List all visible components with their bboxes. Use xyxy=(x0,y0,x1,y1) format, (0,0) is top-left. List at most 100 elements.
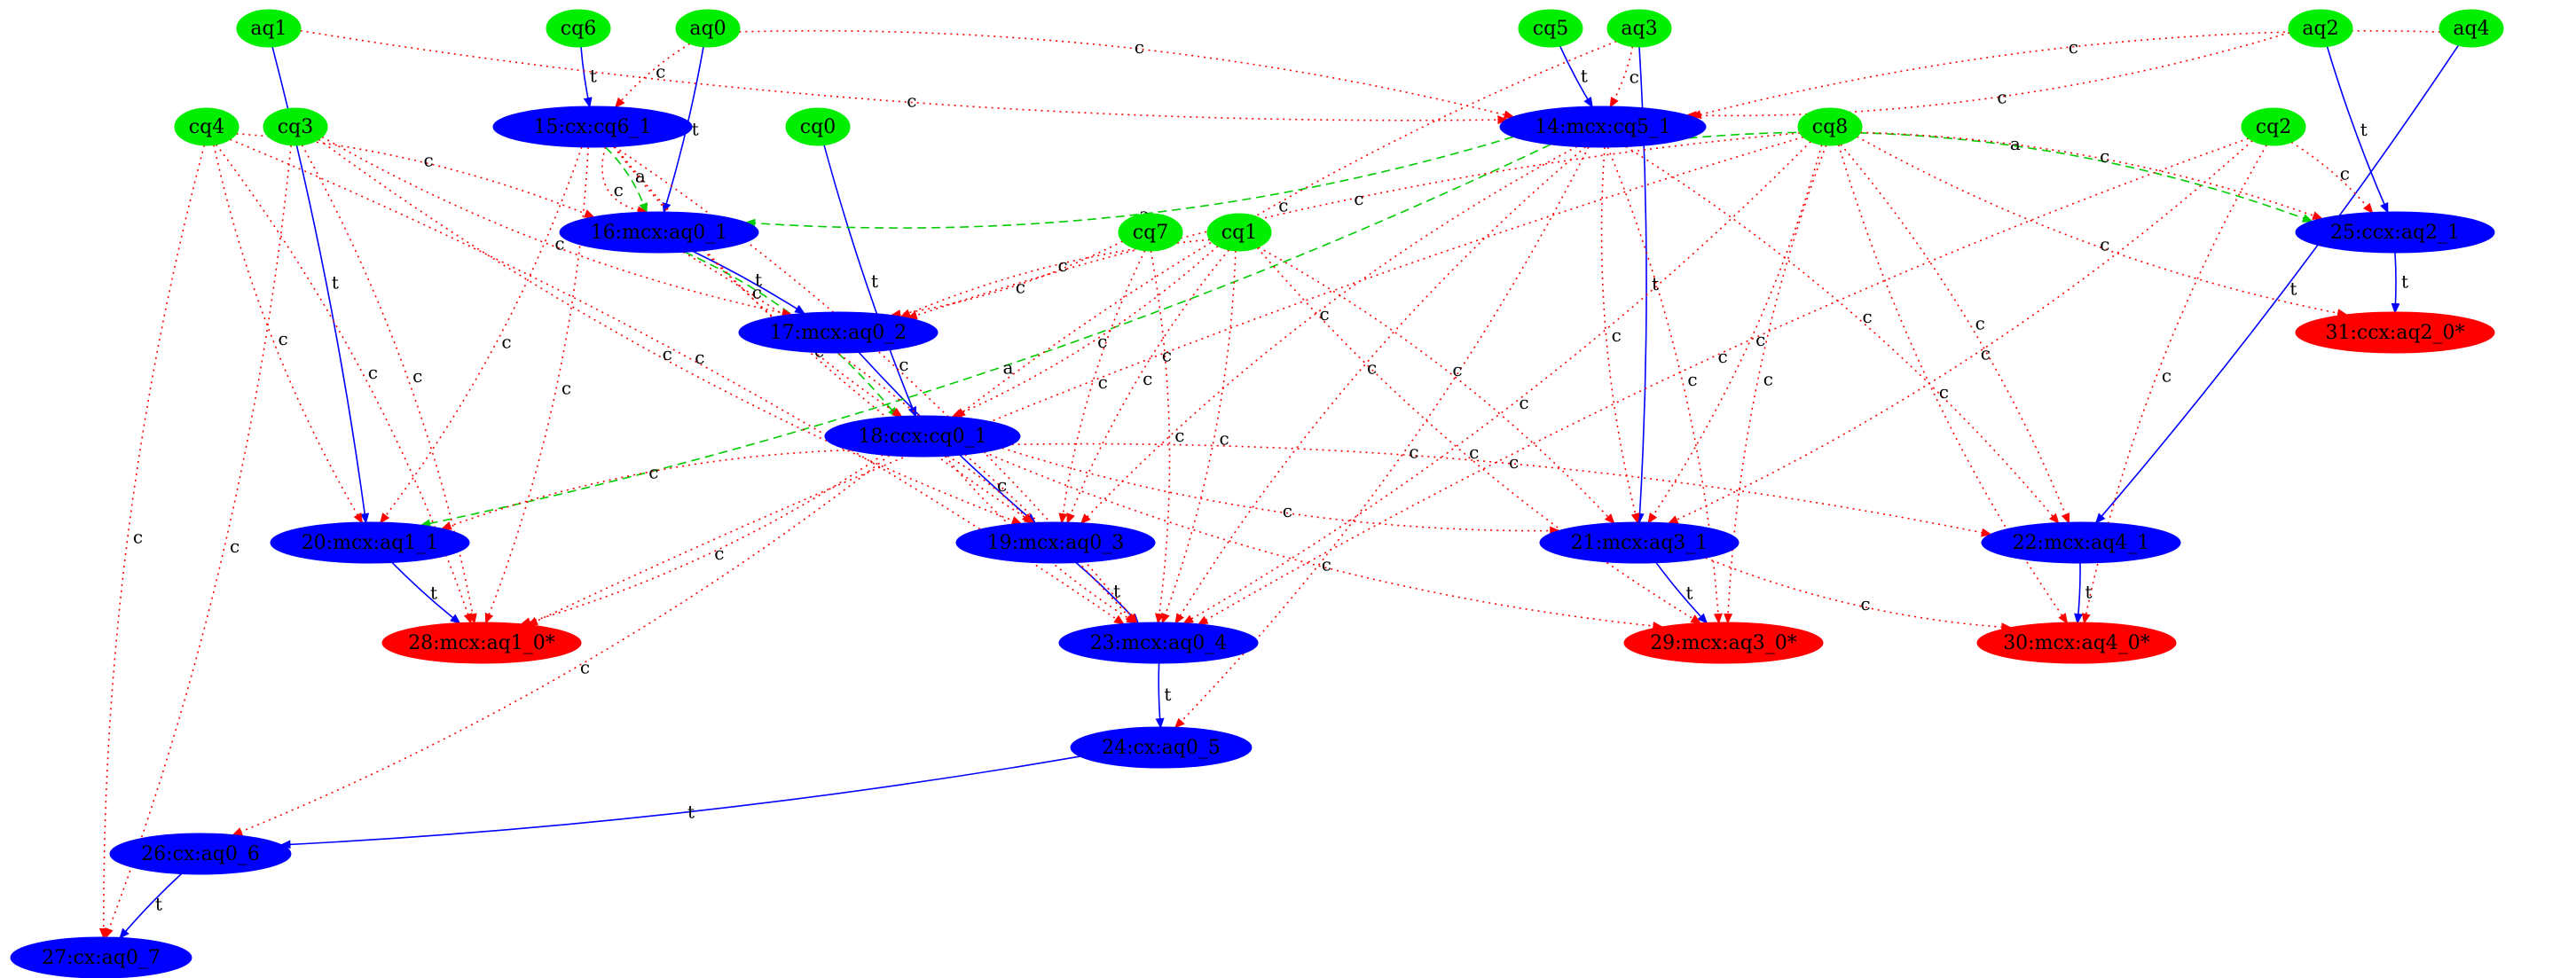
edge-label-n18-to-n19: c xyxy=(997,474,1007,496)
edge-label-cq1-to-n23: c xyxy=(1220,428,1229,450)
edge-cq6-to-n15-t xyxy=(580,46,593,108)
edge-n21-to-n29-t xyxy=(1655,562,1708,624)
node-label-n15: 15:cx:cq6_1 xyxy=(534,116,652,138)
node-shape-n20 xyxy=(270,521,470,564)
node-shape-aq2 xyxy=(2288,9,2353,48)
node-shape-cq7 xyxy=(1118,213,1183,252)
node-shape-cq5 xyxy=(1518,9,1583,48)
edge-cq1-to-n21-c xyxy=(1258,246,1615,525)
node-shape-n27 xyxy=(10,936,192,978)
edge-label-n16-to-n17: t xyxy=(755,270,762,291)
edge-cq2-to-n25-c xyxy=(2290,141,2374,215)
edge-cq4-to-n16-c xyxy=(236,133,595,218)
edge-label-cq1-to-n18: c xyxy=(1097,331,1107,352)
node-n25: 25:ccx:aq2_1 xyxy=(2295,211,2495,254)
edge-label-n21-to-n29: t xyxy=(1686,582,1693,603)
node-label-n16: 16:mcx:aq0_1 xyxy=(591,222,728,244)
edge-cq8-to-n28-c xyxy=(527,136,1804,626)
node-shape-cq4 xyxy=(174,107,240,146)
edge-n14-to-n21-c xyxy=(1600,146,1640,524)
node-label-cq2: cq2 xyxy=(2256,116,2291,138)
node-n30: 30:mcx:aq4_0* xyxy=(1976,622,2177,664)
edge-cq1-to-n18-c xyxy=(951,246,1219,418)
edge-label-cq8-to-n17: c xyxy=(1354,188,1363,209)
edge-label-cq7-to-n19: c xyxy=(1098,372,1108,393)
edge-label-n15-to-n23: c xyxy=(899,354,908,375)
node-shape-n15 xyxy=(492,106,693,148)
edge-label-n23-to-n24: t xyxy=(1164,684,1171,705)
edge-cq8-to-n21-c xyxy=(1647,145,1823,524)
node-shape-cq0 xyxy=(785,107,851,146)
edge-n26-to-n27-t xyxy=(119,872,183,940)
node-cq3: cq3 xyxy=(263,107,328,146)
edge-label-cq7-to-n17: c xyxy=(1016,276,1025,297)
edge-n18-to-n26-c xyxy=(232,454,891,836)
edge-n15-to-n20-c xyxy=(379,146,583,524)
node-cq4: cq4 xyxy=(174,107,240,146)
edge-n25-to-n31-t xyxy=(2391,252,2400,314)
edge-label-cq1-to-n29: c xyxy=(1469,442,1479,463)
edge-label-n14-to-n25: a xyxy=(2010,133,2021,154)
edge-label-n15-to-n18: c xyxy=(752,282,762,303)
edge-cq4-to-n27-c xyxy=(98,145,206,939)
edge-label-n18-to-n29: c xyxy=(1322,554,1331,575)
node-label-aq1: aq1 xyxy=(250,18,287,40)
node-shape-n28 xyxy=(381,622,582,664)
edge-label-n20-to-n28: t xyxy=(430,583,437,604)
edge-label-aq0-to-n15: c xyxy=(656,61,665,82)
edge-cq2-to-n21-c xyxy=(1667,140,2253,524)
edge-label-cq4-to-n28: c xyxy=(368,362,378,383)
edge-label-cq8-to-n23: c xyxy=(1519,392,1528,413)
edge-label-cq6-to-n15: t xyxy=(590,66,597,87)
node-shape-n25 xyxy=(2295,211,2495,254)
edge-label-n22-to-n30: t xyxy=(2085,582,2093,603)
node-shape-n21 xyxy=(1539,521,1740,564)
edge-n14-to-n20-a xyxy=(420,144,1551,528)
edge-n18-to-n20-c xyxy=(440,449,852,530)
edge-n14-to-n22-c xyxy=(1625,145,2060,525)
edge-aq2-to-n14-c xyxy=(1685,32,2290,121)
node-shape-n24 xyxy=(1070,726,1253,769)
node-label-n24: 24:cx:aq0_5 xyxy=(1102,737,1221,759)
edge-label-aq1-to-n14: c xyxy=(907,90,916,112)
edge-n22-to-n30-t xyxy=(2074,562,2084,624)
edge-label-aq3-to-n18: c xyxy=(1278,195,1288,216)
node-n15: 15:cx:cq6_1 xyxy=(492,106,693,148)
node-shape-cq1 xyxy=(1206,213,1272,252)
node-aq3: aq3 xyxy=(1606,9,1672,48)
edge-label-cq4-to-n16: c xyxy=(424,150,434,171)
edge-label-cq2-to-n30: c xyxy=(2162,365,2172,387)
edge-label-n24-to-n26: t xyxy=(687,802,695,823)
node-label-cq0: cq0 xyxy=(800,116,836,138)
node-label-n29: 29:mcx:aq3_0* xyxy=(1650,632,1797,654)
edge-label-cq8-to-n29: c xyxy=(1763,369,1773,390)
node-shape-aq0 xyxy=(675,9,741,48)
node-label-aq3: aq3 xyxy=(1621,18,1657,40)
edge-n18-to-n22-c xyxy=(1011,442,1992,537)
node-label-n26: 26:cx:aq0_6 xyxy=(141,843,260,865)
node-shape-n18 xyxy=(824,415,1021,458)
node-n21: 21:mcx:aq3_1 xyxy=(1539,521,1740,564)
edges-layer xyxy=(98,29,2460,940)
edge-label-cq2-to-n21: c xyxy=(1981,343,1991,364)
node-label-n22: 22:mcx:aq4_1 xyxy=(2013,532,2150,554)
node-label-n27: 27:cx:aq0_7 xyxy=(42,947,161,969)
edge-label-n25-to-n31: t xyxy=(2401,271,2408,293)
node-label-n23: 23:mcx:aq0_4 xyxy=(1090,632,1228,654)
edge-label-n18-to-n21: c xyxy=(1283,500,1292,521)
edge-n15-to-n18-c xyxy=(613,146,903,418)
edge-label-n21-to-n30: c xyxy=(1860,593,1870,614)
edge-n14-to-n25-a xyxy=(1688,131,2313,223)
node-label-cq8: cq8 xyxy=(1812,116,1848,138)
edge-n15-to-n16-c xyxy=(601,146,648,215)
edge-label-n14-to-n19: c xyxy=(1320,303,1330,325)
edge-aq0-to-n14-c xyxy=(739,29,1515,120)
edge-label-cq8-to-n21: c xyxy=(1755,329,1765,350)
node-label-n18: 18:ccx:cq0_1 xyxy=(858,426,986,448)
node-label-cq3: cq3 xyxy=(278,116,313,138)
edge-label-cq8-to-n25: c xyxy=(2100,145,2109,167)
edge-cq3-to-n28-c xyxy=(301,145,477,625)
edge-n18-to-n28-c xyxy=(519,454,884,626)
edge-label-cq0-to-n18: t xyxy=(871,270,878,292)
